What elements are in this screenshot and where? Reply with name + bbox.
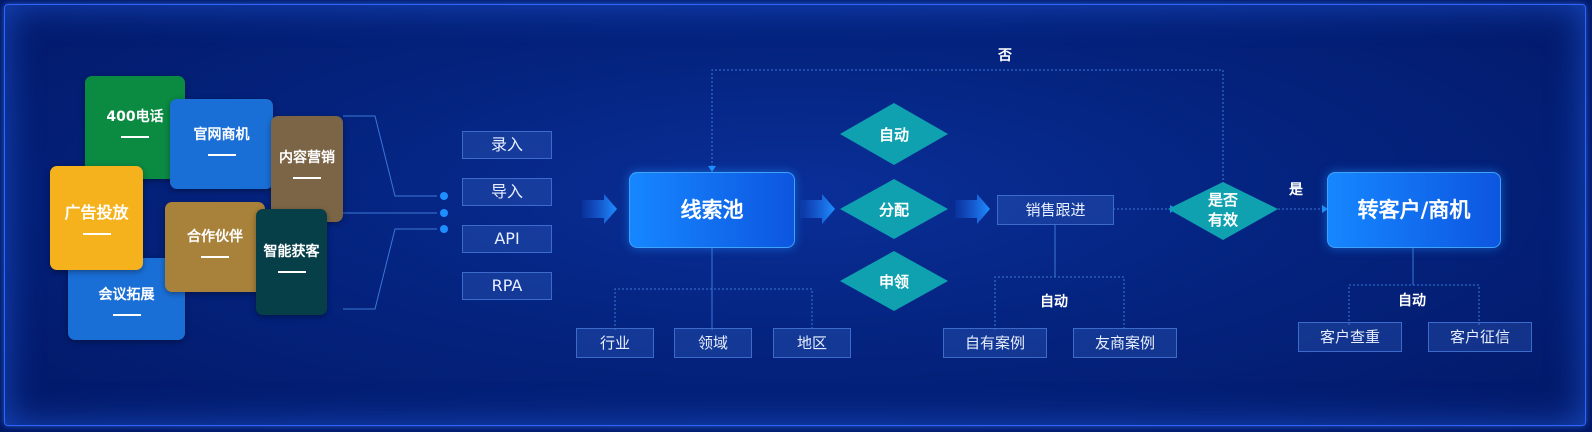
check-credit[interactable]: 客户征信 <box>1428 322 1532 352</box>
card-label: 官网商机 <box>193 127 250 143</box>
source-card-400-phone[interactable]: 400电话 <box>85 76 185 179</box>
diamond-assign <box>840 179 948 239</box>
source-card-partner[interactable]: 合作伙伴 <box>165 202 265 292</box>
decision-diamond <box>1168 182 1278 240</box>
connector-dot <box>440 209 448 217</box>
channel-rpa[interactable]: RPA <box>462 272 552 300</box>
card-dash <box>112 314 141 316</box>
flow-chevron <box>800 194 835 224</box>
diagram-frame <box>4 4 1586 426</box>
diamond-auto <box>840 103 948 165</box>
sales-auto-label: 自动 <box>1040 294 1068 310</box>
decision-line2: 有效 <box>1207 211 1238 229</box>
card-label: 合作伙伴 <box>187 229 243 245</box>
diamond-claim <box>840 251 948 311</box>
no-label: 否 <box>998 48 1012 64</box>
attr-region[interactable]: 地区 <box>773 328 851 358</box>
flow-chevron <box>582 194 617 224</box>
card-label: 会议拓展 <box>98 287 155 303</box>
connector-dot <box>440 225 448 233</box>
card-dash <box>277 271 306 273</box>
card-label: 内容营销 <box>279 150 335 166</box>
case-own[interactable]: 自有案例 <box>943 328 1047 358</box>
sales-followup-node[interactable]: 销售跟进 <box>997 195 1114 225</box>
flow-chevron <box>955 194 990 224</box>
arrow-head-right <box>1322 205 1328 213</box>
channel-import[interactable]: 导入 <box>462 178 552 206</box>
source-card-content-marketing[interactable]: 内容营销 <box>271 116 343 222</box>
card-dash <box>201 256 229 258</box>
check-duplicate[interactable]: 客户查重 <box>1298 322 1402 352</box>
convert-node[interactable]: 转客户/商机 <box>1327 172 1501 248</box>
attr-industry[interactable]: 行业 <box>576 328 654 358</box>
assign-distribute-label: 分配 <box>878 201 909 219</box>
card-label: 广告投放 <box>64 203 129 222</box>
card-label: 400电话 <box>106 109 164 125</box>
card-dash <box>293 177 321 179</box>
source-card-website[interactable]: 官网商机 <box>170 99 273 189</box>
card-dash <box>121 136 149 138</box>
case-competitor[interactable]: 友商案例 <box>1073 328 1177 358</box>
source-card-smart-acquisition[interactable]: 智能获客 <box>256 209 327 315</box>
card-label: 智能获客 <box>263 244 320 260</box>
convert-auto-label: 自动 <box>1398 293 1426 309</box>
channel-manual-entry[interactable]: 录入 <box>462 131 552 159</box>
decision-line1: 是否 <box>1207 191 1238 209</box>
source-card-ads[interactable]: 广告投放 <box>50 166 143 270</box>
lead-pool-node[interactable]: 线索池 <box>629 172 795 248</box>
card-dash <box>207 154 236 156</box>
assign-auto-label: 自动 <box>878 126 909 144</box>
yes-label: 是 <box>1289 182 1303 198</box>
channel-api[interactable]: API <box>462 225 552 253</box>
assign-claim-label: 申领 <box>878 273 909 291</box>
arrow-head-down <box>708 166 716 172</box>
attr-domain[interactable]: 领域 <box>674 328 752 358</box>
connector-dot <box>440 192 448 200</box>
card-dash <box>82 233 111 235</box>
